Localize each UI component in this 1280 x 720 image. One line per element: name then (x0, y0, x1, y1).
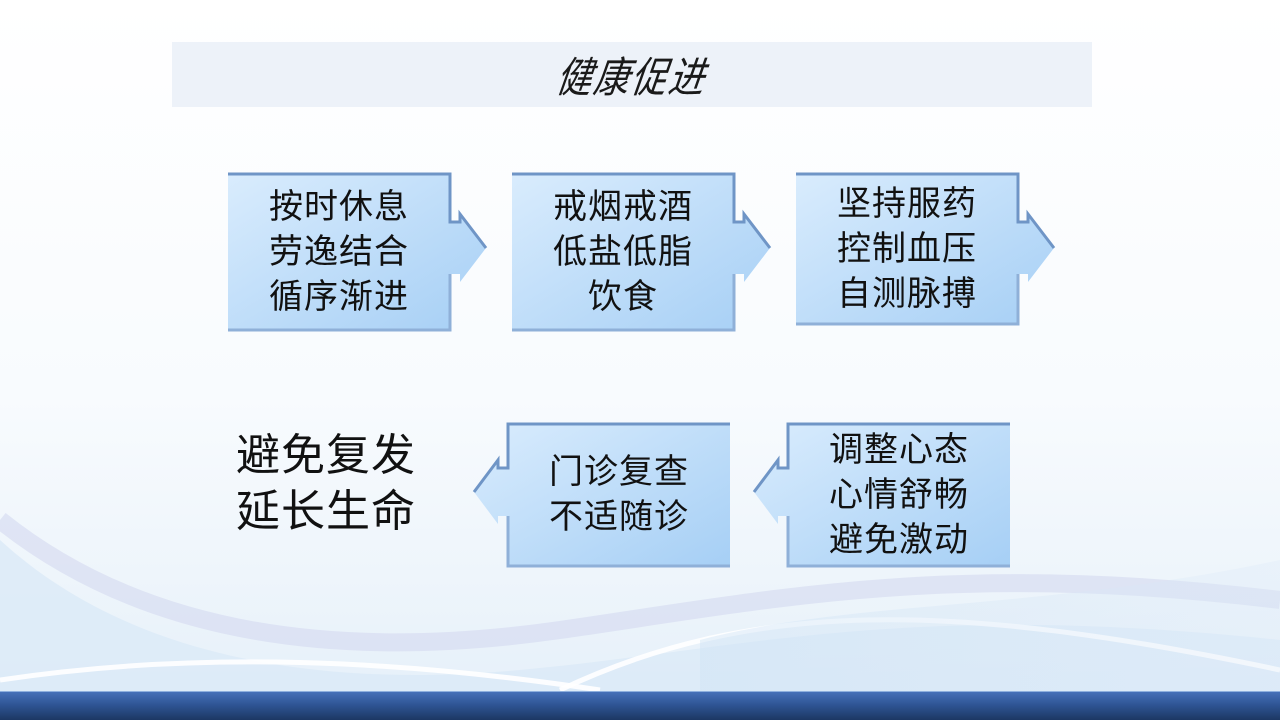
flow-step-diet: 戒烟戒酒 低盐低脂 饮食 (512, 170, 774, 332)
flow-step-followup: 门诊复查 不适随诊 (472, 420, 734, 568)
step-text-line: 劳逸结合 (269, 231, 409, 272)
right-arrow-callout-shape (228, 172, 488, 332)
flow-step-mindset: 调整心态 心情舒畅 避免激动 (752, 420, 1014, 568)
step-text-line: 戒烟戒酒 (553, 186, 693, 227)
outcome-text: 避免复发 延长生命 (236, 428, 416, 540)
page-title: 健康促进 (553, 53, 710, 102)
right-arrow-callout-shape (512, 172, 772, 332)
flow-step-rest: 按时休息 劳逸结合 循序渐进 (228, 170, 490, 332)
left-arrow-callout-shape (752, 422, 1010, 568)
step-text-line: 避免激动 (829, 519, 969, 560)
title-bar: 健康促进 (172, 42, 1092, 107)
step-text-line: 饮食 (588, 276, 658, 317)
step-text-line: 低盐低脂 (553, 231, 693, 272)
right-arrow-callout-shape (796, 172, 1056, 326)
outcome-line: 延长生命 (236, 486, 416, 537)
step-text-line: 按时休息 (269, 186, 409, 227)
step-text-line: 调整心态 (829, 429, 969, 470)
flow-step-medication: 坚持服药 控制血压 自测脉搏 (796, 170, 1058, 326)
left-arrow-callout-shape (472, 422, 730, 568)
step-text-line: 控制血压 (837, 228, 977, 269)
outcome-line: 避免复发 (236, 430, 416, 481)
footer-bar (0, 692, 1280, 720)
step-text-line: 自测脉搏 (837, 273, 977, 314)
step-text-line: 心情舒畅 (829, 474, 969, 515)
step-text-line: 不适随诊 (549, 497, 689, 537)
step-text-line: 坚持服药 (837, 183, 977, 224)
step-text-line: 循序渐进 (269, 276, 409, 317)
step-text-line: 门诊复查 (549, 452, 689, 492)
